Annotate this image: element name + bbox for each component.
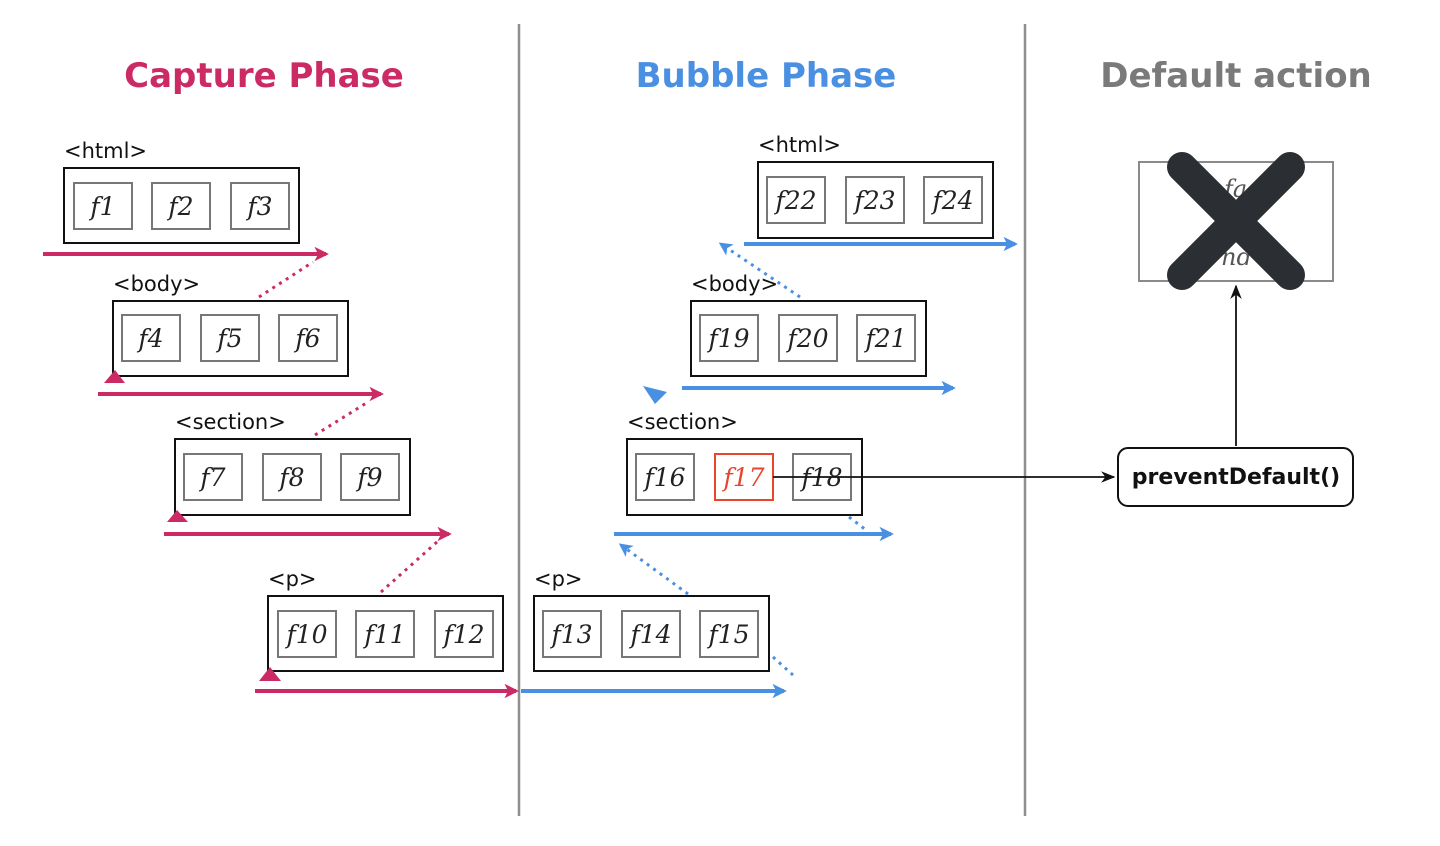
- bubble-body-tag: <body>: [691, 272, 778, 296]
- handler-label-f24: f24: [930, 186, 973, 215]
- capture-section-box: [174, 438, 411, 516]
- bubble-p-box: [533, 595, 770, 672]
- bubble-section-tag: <section>: [627, 410, 738, 434]
- capture-link-body-section: [314, 400, 369, 437]
- bubble-body-box: [690, 300, 927, 377]
- bubble-html-box: [757, 161, 994, 239]
- handler-box-f1: [73, 182, 133, 230]
- capture-body-tag: <body>: [113, 272, 200, 296]
- handler-box-f7: [183, 453, 243, 501]
- handler-box-f6: [278, 314, 338, 362]
- handler-label-f15: f15: [706, 620, 749, 649]
- handler-label-f23: f23: [852, 186, 895, 215]
- handler-box-f19: [699, 314, 759, 362]
- handler-box-f3: [230, 182, 290, 230]
- capture-corner-p: [259, 667, 281, 681]
- capture-link-html-body: [258, 260, 314, 299]
- handler-box-f9: [340, 453, 400, 501]
- handler-label-f16: f16: [642, 463, 685, 492]
- cancel-x-icon: [1167, 152, 1305, 290]
- prevent-default-label: preventDefault(): [1132, 465, 1340, 490]
- handler-label-f12: f12: [441, 620, 484, 649]
- handler-label-f6: f6: [293, 324, 320, 353]
- capture-p-tag: <p>: [268, 567, 317, 591]
- handler-box-f22: [766, 176, 826, 224]
- handler-label-f14: f14: [628, 620, 671, 649]
- handler-label-f7: f7: [198, 463, 225, 492]
- capture-link-section-p: [380, 540, 438, 594]
- capture-html-box: [63, 167, 300, 244]
- bubble-link-p-section: [618, 543, 689, 596]
- handler-box-f21: [856, 314, 916, 362]
- capture-phase-title: Capture Phase: [124, 56, 404, 96]
- handler-label-f11: f11: [362, 620, 405, 649]
- handler-box-f14: [621, 610, 681, 658]
- bubble-tail-p: [771, 655, 795, 677]
- handler-label-f8: f8: [277, 463, 304, 492]
- handler-label-f3: f3: [245, 192, 272, 221]
- handler-box-f5: [200, 314, 260, 362]
- handler-label-f10: f10: [284, 620, 327, 649]
- handler-box-f4: [121, 314, 181, 362]
- handler-label-f19: f19: [706, 324, 749, 353]
- handler-label-f13: f13: [549, 620, 592, 649]
- handler-label-f2: f2: [166, 192, 193, 221]
- handler-box-f15: [699, 610, 759, 658]
- handler-label-f22: f22: [773, 186, 816, 215]
- capture-body-box: [112, 300, 349, 377]
- handler-box-f10: [277, 610, 337, 658]
- handler-box-f24: [923, 176, 983, 224]
- handler-label-f5: f5: [215, 324, 242, 353]
- handler-box-f13: [542, 610, 602, 658]
- default-action-title: Default action: [1100, 56, 1372, 96]
- handler-label-f17: f17: [721, 463, 764, 492]
- bubble-html-tag: <html>: [758, 133, 841, 157]
- handler-label-f9: f9: [355, 463, 382, 492]
- handler-box-f11: [355, 610, 415, 658]
- handler-label-f21: f21: [863, 324, 906, 353]
- capture-html-tag: <html>: [64, 139, 147, 163]
- handler-box-f8: [262, 453, 322, 501]
- handler-box-f20: [778, 314, 838, 362]
- handler-box-f23: [845, 176, 905, 224]
- capture-corner-body: [104, 370, 125, 383]
- handler-label-f4: f4: [136, 324, 163, 353]
- capture-p-box: [267, 595, 504, 672]
- handler-label-f20: f20: [785, 324, 828, 353]
- handler-box-f2: [151, 182, 211, 230]
- bubble-tail-section: [848, 515, 867, 532]
- bubble-phase-title: Bubble Phase: [636, 56, 897, 96]
- bubble-arrowhead-section-body: [643, 386, 667, 404]
- handler-box-f12: [434, 610, 494, 658]
- prevent-default-box: [1117, 447, 1354, 507]
- capture-section-tag: <section>: [175, 410, 286, 434]
- capture-corner-section: [167, 510, 188, 522]
- handler-label-f1: f1: [88, 192, 115, 221]
- bubble-p-tag: <p>: [534, 567, 583, 591]
- handler-box-f16: [635, 453, 695, 501]
